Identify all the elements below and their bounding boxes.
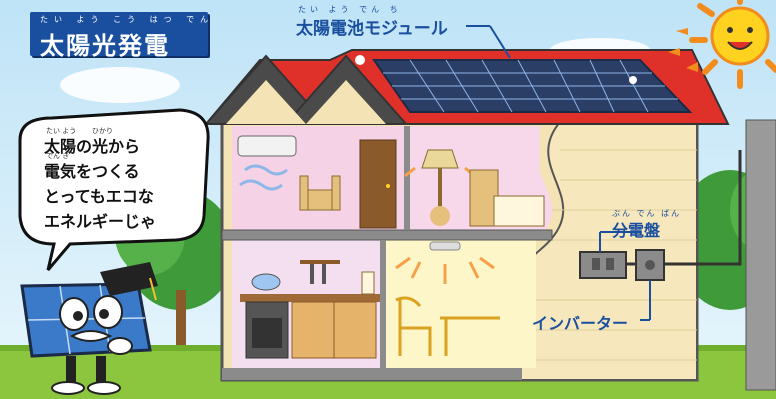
bubble-line-1: 太陽の光から — [44, 137, 141, 156]
solar-panel — [355, 55, 693, 113]
smiling-sun-icon — [668, 0, 776, 89]
dining-set — [395, 296, 500, 356]
distribution-board-label: 分電盤 — [612, 221, 661, 240]
bubble-ruby-hikari: ひかり — [92, 127, 113, 135]
ceiling-light — [395, 241, 495, 284]
bubble-ruby-taiyou: たい よう — [46, 127, 77, 135]
page-title-banner: たい よう こう はつ でん 太陽光発電 — [30, 12, 208, 60]
living-room — [386, 240, 536, 368]
armchair — [299, 175, 341, 211]
solar-panel-label-ruby: たい よう でん ち — [298, 5, 402, 14]
bubble-line-3: とってもエコな — [44, 187, 154, 206]
page-title: 太陽光発電 — [40, 32, 170, 60]
solar-panel-professor-mascot — [20, 262, 158, 395]
bubble-line-4: エネルギーじゃ — [44, 212, 157, 231]
air-conditioner — [237, 135, 297, 191]
kitchen-counter — [240, 260, 380, 359]
distribution-board-label-ruby: ぶん でん ばん — [612, 209, 682, 218]
door — [359, 139, 397, 229]
page-title-ruby: たい よう こう はつ でん — [40, 15, 215, 24]
speech-bubble-text: 太陽の光から 電気をつくる とってもエコな エネルギーじゃ — [44, 134, 194, 234]
bubble-ruby-denki: でん き — [46, 152, 70, 160]
bubble-line-2: 電気をつくる — [44, 162, 140, 181]
speech-bubble — [18, 108, 210, 271]
distribution-board — [579, 251, 627, 279]
inverter-label: インバーター — [532, 314, 629, 333]
inverter — [635, 249, 665, 281]
solar-panel-label: 太陽電池モジュール — [296, 19, 448, 39]
bed — [469, 169, 545, 227]
